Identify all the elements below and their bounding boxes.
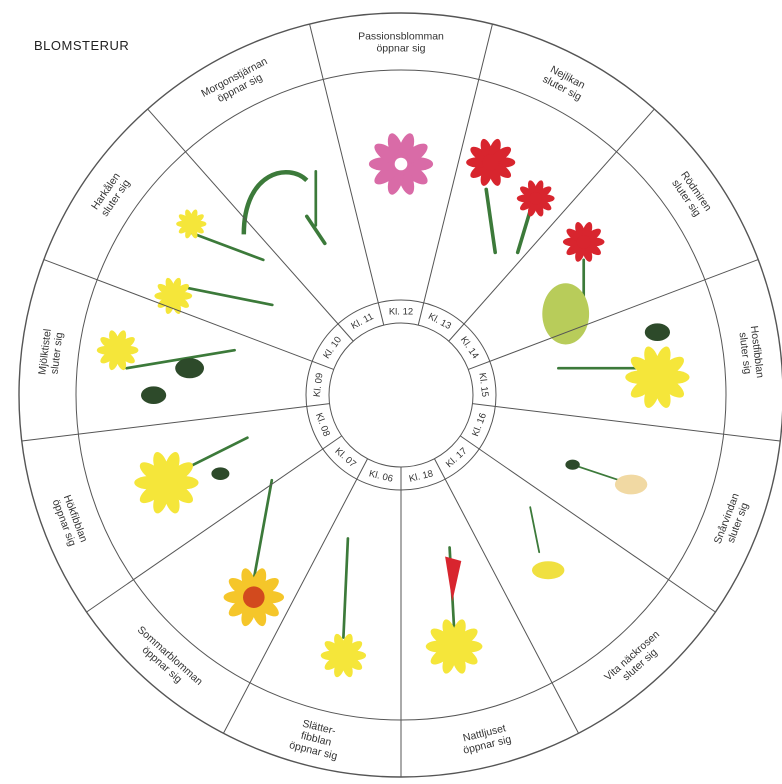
pink-flower-icon — [369, 131, 433, 196]
segment-label-line: öppnar sig — [376, 43, 425, 55]
hour-label: Kl. 11 — [349, 311, 375, 332]
hour-label: Kl. 09 — [312, 372, 326, 397]
segment-divider — [472, 404, 780, 441]
nipplewort-icon — [154, 209, 272, 316]
water-lily-icon — [530, 507, 564, 579]
marigold-icon — [224, 480, 284, 628]
hour-label: Kl. 15 — [476, 372, 490, 397]
segment-divider — [22, 404, 330, 441]
segment-divider — [44, 260, 334, 370]
segment-label: Harkålensluter sig — [89, 171, 133, 219]
red-carnation-icon — [466, 137, 554, 252]
red-primrose-icon — [542, 221, 604, 345]
segment-label: Nattljusetöppnar sig — [459, 722, 513, 757]
hour-label: Kl. 12 — [389, 307, 413, 318]
segment-label: Snårvindansluter sig — [712, 491, 753, 549]
hawkweed-icon — [134, 438, 247, 516]
segment-label: Sommarblommanöppnar sig — [127, 624, 205, 697]
hour-label: Kl. 06 — [368, 468, 394, 484]
bud-flower-icon — [565, 460, 647, 495]
segment-label: Mjölktistelsluter sig — [36, 328, 65, 377]
segment-divider — [460, 436, 715, 612]
ring-3 — [329, 323, 473, 467]
flower-illustrations — [97, 131, 690, 678]
hour-label: Kl. 18 — [408, 468, 434, 484]
segment-label: Nejlikansluter sig — [541, 62, 589, 103]
evening-primrose-icon — [426, 548, 483, 676]
segment-label: Vita näckrosensluter sig — [602, 628, 670, 692]
segment-divider — [468, 260, 758, 370]
segment-label: Slätter-fibblanöppnar sig — [288, 716, 344, 763]
segment-label-line: Passionsblomman — [358, 31, 444, 43]
hour-label: Kl. 16 — [470, 411, 489, 438]
hour-label: Kl. 08 — [313, 411, 332, 438]
sow-thistle-icon — [97, 329, 235, 404]
segment-label: Hostfibblansluter sig — [736, 325, 766, 380]
goatsbeard-icon — [244, 171, 325, 243]
segment-divider — [87, 436, 342, 612]
catsear-icon — [321, 539, 366, 679]
segment-label: Rödmirensluter sig — [668, 169, 714, 220]
segment-divider — [310, 24, 384, 325]
ring-2 — [306, 300, 496, 490]
segment-divider — [434, 459, 578, 733]
segment-label: Hökfibblanöppnar sig — [50, 493, 90, 548]
segment-label: Passionsblommanöppnar sig — [358, 31, 444, 55]
